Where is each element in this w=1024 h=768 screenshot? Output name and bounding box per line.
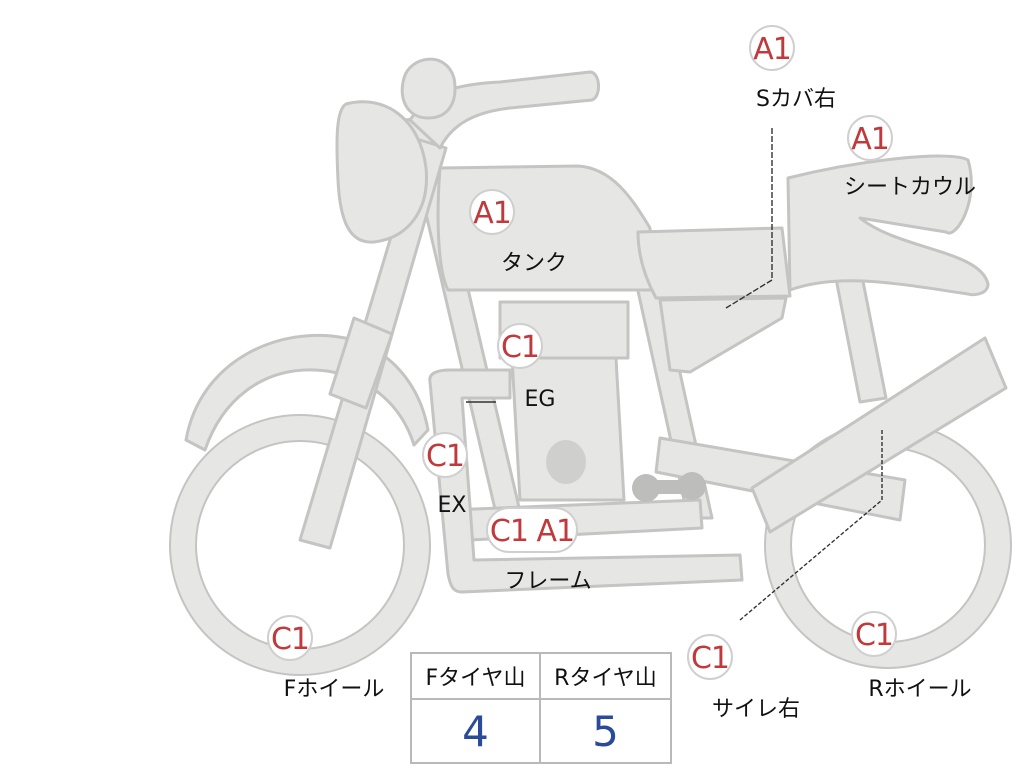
headlight-shape bbox=[335, 100, 428, 244]
seat-cowl-label: シートカウル bbox=[843, 175, 977, 200]
rear-tire-tread-header: Rタイヤ山 bbox=[541, 654, 670, 700]
muffler-grade-badge: C1 bbox=[687, 634, 733, 680]
fork-cover-shape bbox=[328, 316, 394, 410]
muffler-leader-line bbox=[739, 430, 883, 621]
footpeg-shape bbox=[632, 472, 706, 502]
s-cover-label: Sカバ右 bbox=[756, 87, 836, 112]
exhaust-label: EX bbox=[437, 493, 467, 518]
front-wheel-grade-badge: C1 bbox=[267, 615, 313, 661]
engine-cover-shape bbox=[546, 440, 586, 484]
frame-label: フレーム bbox=[504, 569, 592, 594]
engine-label: EG bbox=[524, 387, 556, 412]
rear-wheel-label: Rホイール bbox=[868, 677, 972, 702]
s-cover-leader-line bbox=[725, 128, 773, 309]
exhaust-pipe-shape bbox=[428, 368, 744, 594]
seat-cowl-grade-badge: A1 bbox=[847, 115, 893, 161]
rear-wheel-grade-badge: C1 bbox=[851, 611, 897, 657]
engine-grade-badge: C1 bbox=[497, 323, 543, 369]
rear-tire-tread-value: 5 bbox=[592, 706, 619, 756]
muffler-shape bbox=[750, 336, 1008, 534]
exhaust-grade-badge: C1 bbox=[422, 432, 468, 478]
engine-body-shape bbox=[510, 356, 626, 502]
seat-cowl-shape bbox=[786, 154, 990, 297]
front-wheel-shape bbox=[169, 414, 431, 676]
frame-grade-badge: C1 A1 bbox=[486, 507, 578, 553]
front-tire-tread-value: 4 bbox=[412, 700, 541, 762]
tank-label: タンク bbox=[500, 251, 568, 276]
seat-shape bbox=[636, 226, 792, 300]
front-wheel-label: Fホイール bbox=[283, 677, 385, 702]
side-cover-shape bbox=[658, 296, 788, 374]
meter-shape bbox=[400, 57, 457, 120]
muffler-label: サイレ右 bbox=[711, 697, 801, 722]
tire-tread-table: Fタイヤ山 Rタイヤ山 4 5 bbox=[410, 652, 672, 764]
s-cover-grade-badge: A1 bbox=[749, 25, 795, 71]
front-tire-tread-header: Fタイヤ山 bbox=[412, 654, 541, 700]
tank-grade-badge: A1 bbox=[469, 189, 515, 235]
